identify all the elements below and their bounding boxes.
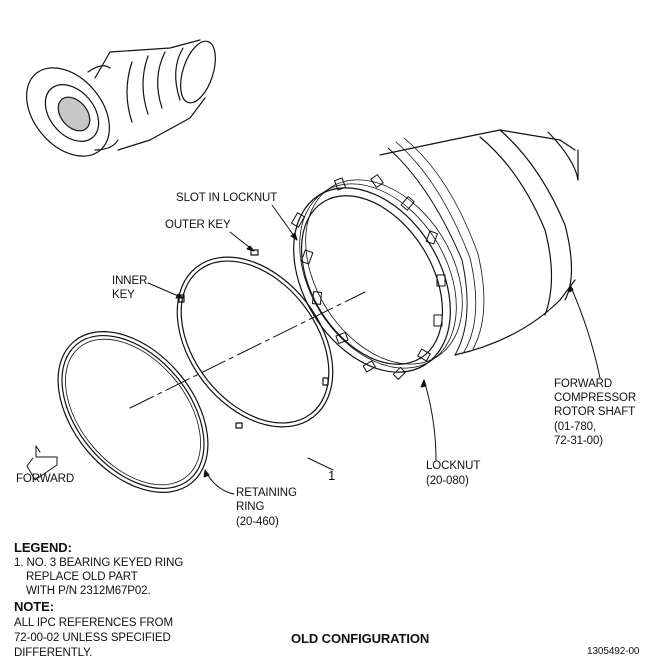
leader-lines <box>147 204 601 495</box>
label-shaft-line1: FORWARD <box>554 378 613 390</box>
centerline <box>129 291 366 409</box>
label-inner-key-line2: KEY <box>112 289 135 301</box>
note-line-1: ALL IPC REFERENCES FROM <box>14 617 173 629</box>
keyed-ring <box>176 249 334 429</box>
legend-title: LEGEND: <box>14 540 72 555</box>
label-shaft-line5: 72-31-00) <box>554 435 603 447</box>
label-forward: FORWARD <box>16 473 75 485</box>
label-retaining-ring-line3: (20-460) <box>236 516 279 528</box>
label-retaining-ring-line1: RETAINING <box>236 487 297 499</box>
label-locknut-line1: LOCKNUT <box>426 460 481 472</box>
label-shaft-line2: COMPRESSOR <box>554 392 637 404</box>
legend-line-2: REPLACE OLD PART <box>26 571 138 583</box>
locknut <box>291 174 463 380</box>
legend-line-3: WITH P/N 2312M67P02. <box>26 585 151 597</box>
label-locknut-line2: (20-080) <box>426 475 469 487</box>
label-outer-key: OUTER KEY <box>165 219 231 231</box>
installation-tool <box>26 39 216 157</box>
figure-caption: OLD CONFIGURATION <box>291 631 430 646</box>
label-inner-key-line1: INNER <box>112 275 148 287</box>
compressor-rotor-shaft <box>379 129 579 356</box>
figure-number: 1305492-00 <box>587 646 640 657</box>
retaining-ring <box>57 331 209 493</box>
forward-arrow-icon <box>26 445 58 481</box>
label-shaft-line4: (01-780, <box>554 421 597 433</box>
label-index-1: 1 <box>328 468 336 483</box>
note-line-3: DIFFERENTLY. <box>14 647 93 659</box>
tool-bore <box>57 96 91 132</box>
note-line-2: 72-00-02 UNLESS SPECIFIED <box>14 632 171 644</box>
label-shaft-line3: ROTOR SHAFT <box>554 406 636 418</box>
legend-line-1: 1. NO. 3 BEARING KEYED RING <box>14 557 184 569</box>
label-retaining-ring-line2: RING <box>236 501 265 513</box>
note-title: NOTE: <box>14 599 54 614</box>
label-slot-in-locknut: SLOT IN LOCKNUT <box>176 192 278 204</box>
